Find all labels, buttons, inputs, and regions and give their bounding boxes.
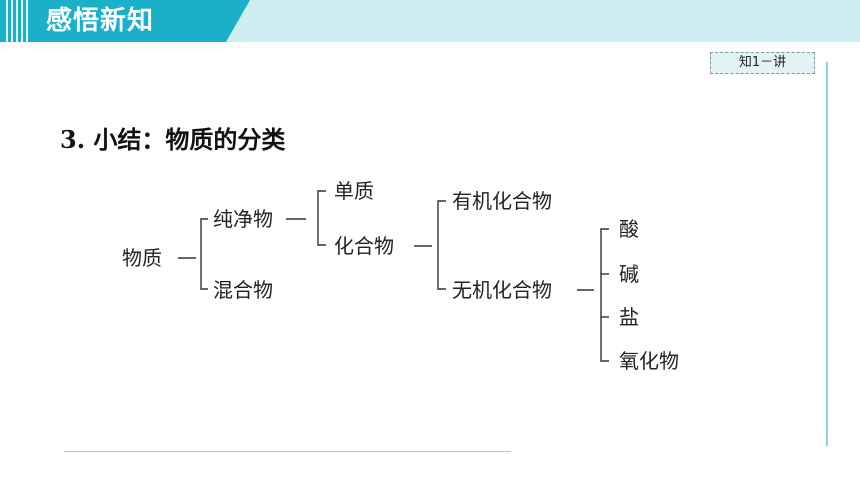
section-heading: 3. 小结：物质的分类 — [60, 125, 286, 154]
lesson-badge: 知1－讲 — [710, 52, 815, 74]
node-base: 碱 — [619, 262, 639, 286]
node-organic-compound: 有机化合物 — [452, 189, 552, 213]
node-salt: 盐 — [619, 305, 639, 329]
bracket-inorganic — [600, 228, 609, 362]
bracket-compound — [437, 200, 446, 290]
node-mixture: 混合物 — [213, 278, 273, 302]
node-matter: 物质 — [122, 246, 162, 270]
node-pure-substance: 纯净物 — [213, 207, 273, 231]
node-element: 单质 — [334, 179, 374, 203]
bracket-pure — [317, 190, 326, 246]
header-title: 感悟新知 — [46, 6, 155, 36]
bottom-divider — [64, 451, 511, 452]
bracket-root — [200, 218, 208, 290]
node-compound: 化合物 — [334, 234, 394, 258]
node-oxide: 氧化物 — [619, 349, 679, 373]
node-inorganic-compound: 无机化合物 — [452, 278, 552, 302]
node-acid: 酸 — [619, 217, 639, 241]
header-tab: 感悟新知 — [0, 0, 250, 42]
header-stripes — [6, 0, 36, 42]
right-divider — [826, 62, 828, 446]
